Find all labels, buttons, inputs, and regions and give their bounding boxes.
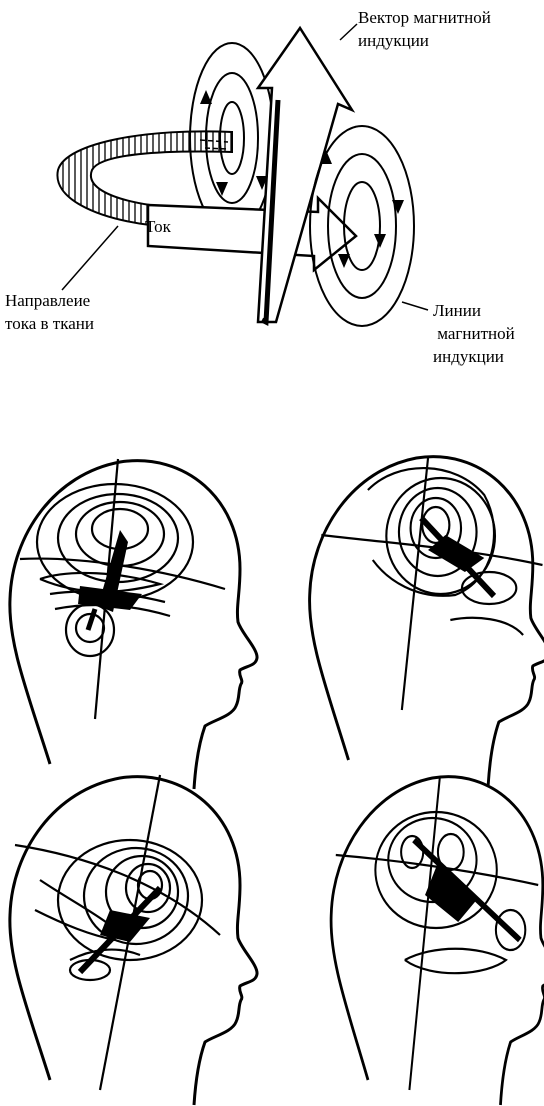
direction-label: Направлеие — [5, 290, 90, 312]
leader-lines — [62, 24, 428, 310]
vector-label-line2: индукции — [358, 30, 429, 52]
head-map-3 — [10, 775, 257, 1105]
current-label: Ток — [145, 216, 171, 238]
vector-label: Вектор магнитной — [358, 7, 491, 29]
head-map-1 — [10, 459, 257, 789]
current-arrow — [148, 198, 356, 270]
direction-label-line2: тока в ткани — [5, 313, 94, 335]
head-map-2 — [310, 457, 544, 785]
field-lines-label-line2: магнитной — [433, 323, 515, 345]
head-map-4 — [331, 777, 544, 1105]
field-lines-label-line3: индукции — [433, 346, 504, 368]
field-lines-label: Линии — [433, 300, 481, 322]
